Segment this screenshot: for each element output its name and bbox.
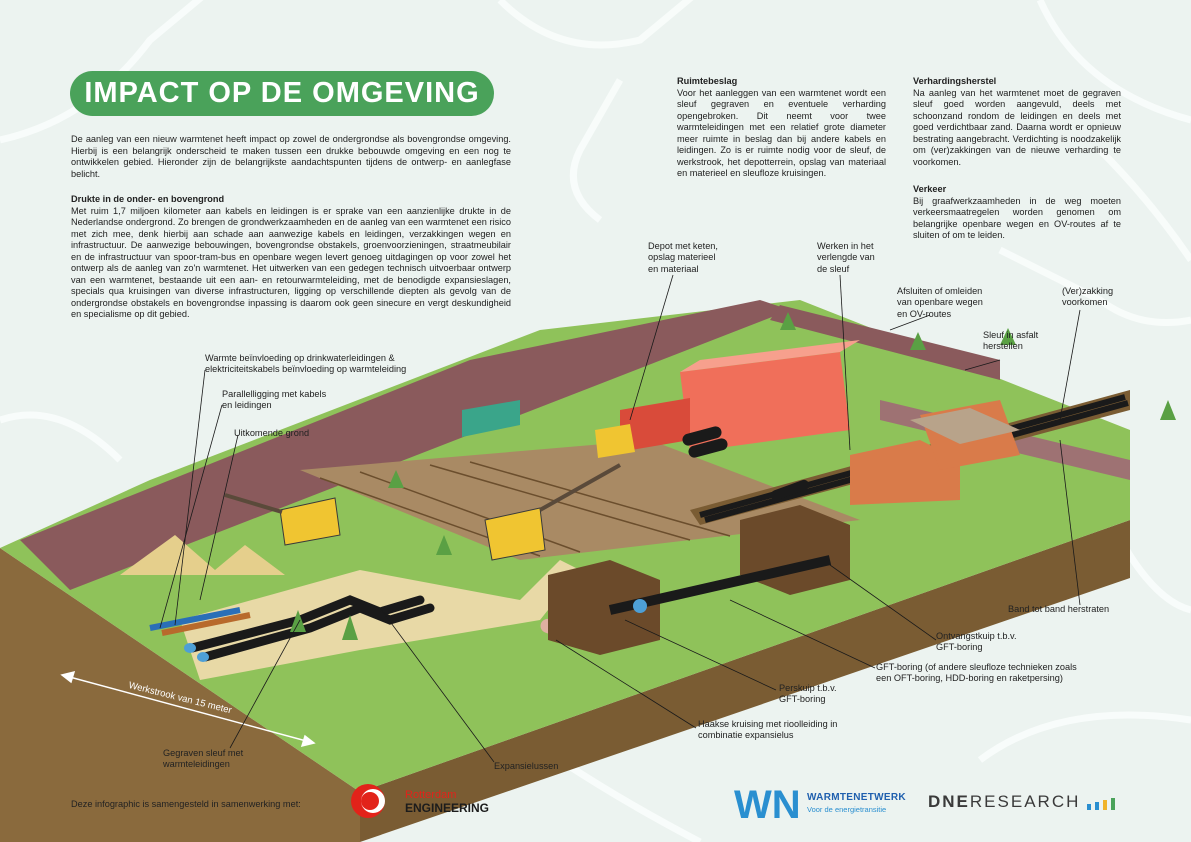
houses — [850, 400, 1020, 505]
section-verhardingsherstel: Verhardingsherstel Na aanleg van het war… — [913, 76, 1121, 168]
excavator-right — [484, 463, 621, 561]
label-gegraven: Gegraven sleuf met warmteleidingen — [163, 748, 244, 770]
section-drukte-body: Met ruim 1,7 miljoen kilometer aan kabel… — [71, 205, 511, 320]
label-parallel: Parallelligging met kabels en leidingen — [222, 389, 327, 411]
label-ontvangst: Ontvangstkuip t.b.v. GFT-boring — [936, 631, 1017, 653]
label-sleuf-asfalt: Sleuf in asfalt herstellen — [983, 330, 1039, 352]
label-haakse: Haakse kruising met rioolleiding in comb… — [698, 719, 838, 741]
gft-pipe — [608, 555, 832, 615]
excavator-left — [224, 493, 341, 546]
pipe-supply — [187, 595, 425, 653]
label-verzakking: (Ver)zakking voorkomen — [1062, 286, 1114, 308]
label-depot: Depot met keten, opslag materieel en mat… — [648, 241, 718, 274]
trees — [290, 312, 1176, 640]
bus — [462, 400, 520, 437]
svg-text:WN: WN — [734, 783, 801, 824]
section-verhardingsherstel-heading: Verhardingsherstel — [913, 76, 997, 86]
page-title: IMPACT OP DE OMGEVING — [84, 77, 480, 109]
leader-lines — [159, 274, 1081, 763]
label-band: Band tot band herstraten — [1008, 604, 1110, 614]
section-ruimtebeslag: Ruimtebeslag Voor het aanleggen van een … — [677, 76, 886, 180]
label-warmte: Warmte beïnvloeding op drinkwaterleiding… — [205, 353, 407, 375]
site-building — [680, 340, 860, 452]
logo-warmtenetwerk-line1: WARMTENETWERK — [807, 792, 906, 803]
title-banner: IMPACT OP DE OMGEVING — [70, 71, 494, 116]
road-right — [770, 305, 1000, 380]
label-uitkomende: Uitkomende grond — [234, 428, 310, 438]
rail-bed — [300, 440, 860, 560]
dne-logo-part1: DNE — [928, 792, 970, 811]
warmtenetwerk-logo: WN — [734, 783, 801, 824]
dne-bars-icon — [1087, 798, 1115, 810]
soil-block-right — [360, 520, 1130, 842]
cables-bundle — [149, 607, 251, 636]
label-afsluiten: Afsluiten of omleiden van openbare wegen… — [897, 286, 983, 319]
workstrook-arrow — [60, 670, 316, 748]
section-verhardingsherstel-body: Na aanleg van het warmtenet moet de gegr… — [913, 87, 1121, 167]
sand-heap — [120, 535, 285, 575]
section-verkeer-body: Bij graafwerkzaamheden in de weg moeten … — [913, 195, 1121, 241]
label-werken: Werken in het verlengde van de sleuf — [817, 241, 875, 274]
soil-block-left — [0, 548, 360, 842]
dne-research-logo: DNERESEARCH — [928, 792, 1080, 812]
section-ruimtebeslag-heading: Ruimtebeslag — [677, 76, 738, 86]
label-expansie: Expansielussen — [494, 761, 559, 771]
pipe-return — [200, 603, 435, 662]
loader — [595, 424, 635, 458]
label-gft: GFT-boring (of andere sleufloze techniek… — [876, 662, 1077, 684]
section-verkeer-heading: Verkeer — [913, 184, 947, 194]
intro-text: De aanleg van een nieuw warmtenet heeft … — [71, 134, 511, 179]
logo-warmtenetwerk-line2: Voor de energietransitie — [807, 805, 887, 814]
dne-logo-part2: RESEARCH — [969, 792, 1081, 811]
label-perskuip: Perskuip t.b.v. GFT-boring — [779, 683, 837, 705]
section-ruimtebeslag-body: Voor het aanleggen van een warmtenet wor… — [677, 87, 886, 179]
footer-credit: Deze infographic is samengesteld in same… — [71, 799, 301, 809]
road-back — [20, 300, 790, 590]
logo-rotterdam-line2: ENGINEERING — [405, 801, 490, 815]
pipe-stack — [682, 426, 810, 501]
rotterdam-engineering-logo — [351, 784, 385, 818]
press-pit — [548, 560, 660, 655]
section-drukte: Drukte in de onder- en bovengrond Met ru… — [71, 194, 511, 321]
section-verkeer: Verkeer Bij graafwerkzaamheden in de weg… — [913, 184, 1121, 242]
logo-rotterdam-line1: Rotterdam — [405, 789, 457, 801]
section-drukte-heading: Drukte in de onder- en bovengrond — [71, 194, 225, 204]
site-cabin — [620, 398, 690, 452]
